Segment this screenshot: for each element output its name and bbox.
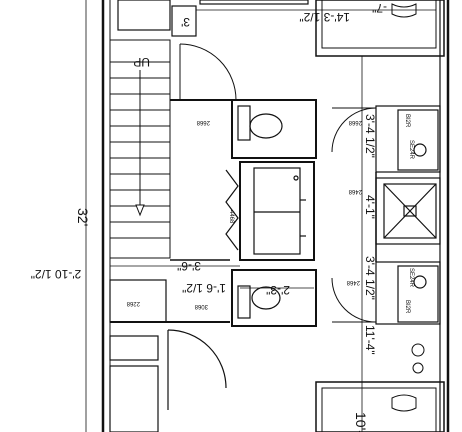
dimension-lines <box>85 0 436 432</box>
door-code-3068: 3068 <box>194 303 208 309</box>
top-left-small-label: 3' <box>181 15 190 29</box>
fixture-code-labels: BI2R SE24R SE24R BI2R <box>404 114 414 314</box>
fixture-bi2r-upper: BI2R <box>404 114 410 128</box>
door-code-2268: 2268 <box>126 300 140 306</box>
right-upper-label: 3'-4 1/2" <box>363 114 377 158</box>
staircase <box>109 39 171 259</box>
right-middle-label: 4'-1" <box>363 195 377 219</box>
closet-width-label: 2'-3" <box>266 283 290 297</box>
hall-offset-label: 1'-6 1/2" <box>182 281 226 295</box>
overall-height-label: 32' <box>75 208 91 226</box>
exterior-walls <box>101 0 450 432</box>
door-code-4468: 4468 <box>228 210 234 224</box>
right-bottom-label: 11'-4" <box>363 325 377 355</box>
fixture-se24r-lower: SE24R <box>408 268 414 288</box>
left-width-label: 2'-10 1/2" <box>31 267 82 281</box>
lower-left-rooms <box>109 259 230 432</box>
central-core <box>225 99 317 327</box>
door-code-2668-a: 2668 <box>196 119 210 125</box>
door-code-2468-a: 2468 <box>348 188 362 194</box>
top-length-label: 14'-3 1/2" <box>299 10 350 24</box>
top-right-partial-label: -7" <box>372 1 387 15</box>
fixture-bi2r-lower: BI2R <box>404 300 410 314</box>
stair-up-label: UP <box>133 55 150 69</box>
door-code-2468-b: 2468 <box>346 279 360 285</box>
door-code-2668-b: 2668 <box>348 119 362 125</box>
bottom-right-label: 10'- <box>353 412 369 432</box>
dimension-labels: 32' 2'-10 1/2" 14'-3 1/2" -7" 3' UP 3'-6… <box>31 1 387 432</box>
hall-width-label: 3'-6" <box>177 259 201 273</box>
door-code-labels: 2668 2668 2468 2468 4468 2268 3068 <box>126 119 362 309</box>
right-lower-label: 3'-4 1/2" <box>363 256 377 300</box>
upper-bedroom <box>315 0 445 57</box>
fixture-se24r-upper: SE24R <box>408 140 414 160</box>
top-left-closet <box>117 0 309 37</box>
door-swing-right <box>331 107 377 323</box>
door-swing-upper <box>170 43 237 101</box>
lower-bedroom <box>315 343 445 432</box>
right-bath-stack <box>375 105 441 325</box>
